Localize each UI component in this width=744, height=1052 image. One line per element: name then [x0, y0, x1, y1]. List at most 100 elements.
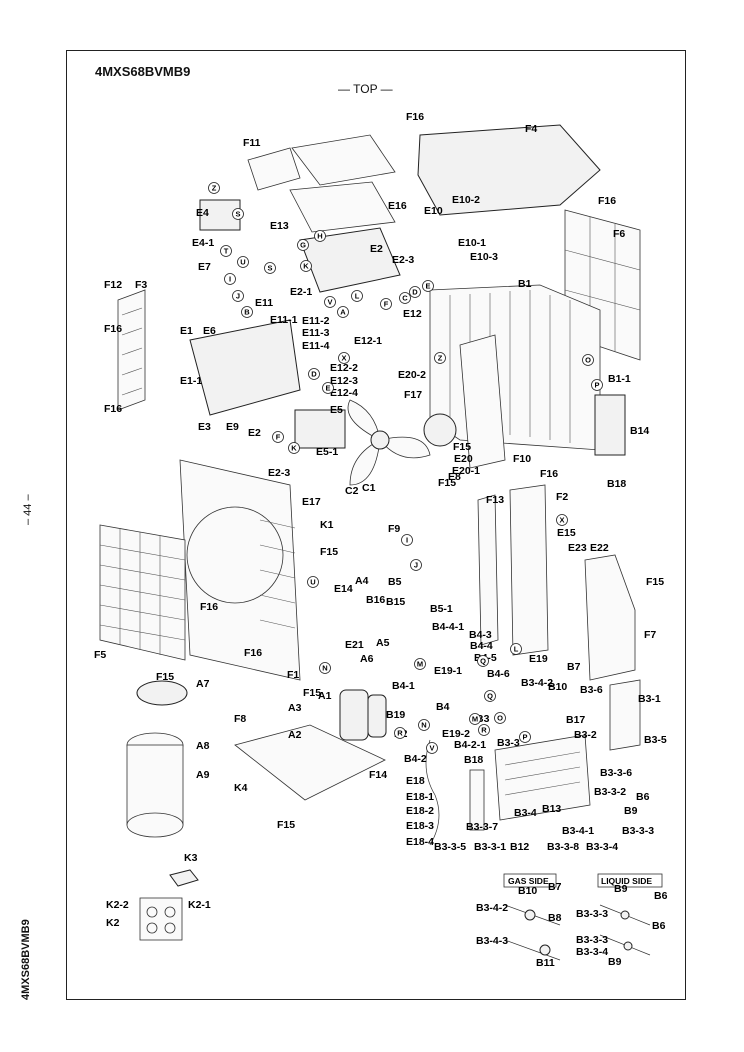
- part-label: A9: [196, 769, 210, 781]
- part-label: B3-1: [638, 693, 661, 705]
- pipe-support: [469, 769, 485, 831]
- connection-marker-letter: X: [341, 354, 346, 363]
- sound-insulation: [126, 732, 184, 838]
- connection-marker-letter: U: [240, 258, 245, 267]
- part-label: B3-3-6: [600, 767, 632, 779]
- part-label: B7: [548, 881, 562, 893]
- connection-marker-letter: M: [472, 715, 478, 724]
- connection-marker-ring: [510, 643, 522, 655]
- connection-marker-letter: F: [384, 300, 389, 309]
- part-label: F10: [513, 453, 531, 465]
- part-label: E11: [255, 297, 273, 309]
- part-label: E10-2: [452, 194, 480, 206]
- part-label: E10-1: [458, 237, 486, 249]
- connection-marker-letter: K: [303, 262, 309, 271]
- part-label: E14: [334, 583, 353, 595]
- connection-marker-letter: K: [291, 444, 297, 453]
- part-label: A1: [318, 690, 332, 702]
- part-label: A3: [288, 702, 302, 714]
- part-label: B14: [630, 425, 649, 437]
- connection-marker-letter: C: [402, 294, 408, 303]
- part-label: A5: [376, 637, 390, 649]
- part-label: F15: [277, 819, 295, 831]
- connection-marker-letter: L: [514, 645, 519, 654]
- part-label: B3-2: [574, 729, 597, 741]
- compressor: [339, 689, 387, 741]
- pcb-e5: [294, 409, 346, 449]
- part-label: B3-3-3: [576, 908, 608, 920]
- part-label: B13: [542, 803, 561, 815]
- connection-marker-ring: [422, 280, 434, 292]
- part-label: E11-4: [302, 340, 330, 352]
- connection-marker-ring: [394, 727, 406, 739]
- part-label: B4-4: [470, 640, 493, 652]
- compressor-cover-top: [136, 680, 188, 706]
- part-label: B8: [548, 912, 562, 924]
- part-label: F14: [369, 769, 387, 781]
- part-label: B5: [388, 576, 402, 588]
- part-label: B1: [518, 278, 532, 290]
- cover-plate: [247, 147, 301, 191]
- part-label: B16: [366, 594, 385, 606]
- part-label: B3-4-2: [476, 902, 508, 914]
- connection-marker-ring: [351, 290, 363, 302]
- connection-marker-letter: J: [414, 561, 418, 570]
- part-label: B9: [608, 956, 622, 968]
- gas-side-box: [503, 873, 557, 888]
- control-box: [189, 319, 301, 416]
- part-label: B1-1: [608, 373, 631, 385]
- valve-block: [494, 734, 591, 821]
- part-label: F16: [104, 403, 122, 415]
- part-label: E19-1: [434, 665, 462, 677]
- part-label: F15: [646, 576, 664, 588]
- connection-marker-ring: [337, 306, 349, 318]
- part-label: F11: [243, 137, 261, 149]
- connection-marker-ring: [308, 368, 320, 380]
- part-label: K2: [106, 917, 120, 929]
- cover-plate-2: [291, 134, 396, 186]
- part-label: B19: [386, 709, 405, 721]
- propeller-fan: [347, 399, 431, 486]
- connection-marker-ring: [426, 742, 438, 754]
- part-label: K2-1: [188, 899, 211, 911]
- right-side-plate: [509, 484, 549, 656]
- connection-marker-letter: E: [425, 282, 430, 291]
- part-label: B4-3: [469, 629, 492, 641]
- connection-marker-letter: V: [327, 298, 332, 307]
- connection-marker-ring: [409, 286, 421, 298]
- side-plate-b14: [594, 394, 626, 456]
- part-label: E20-2: [398, 369, 426, 381]
- part-label: F17: [404, 389, 422, 401]
- part-label: E11-1: [270, 314, 298, 326]
- discharge-grille: [99, 524, 186, 661]
- part-label: A8: [196, 740, 210, 752]
- service-cover: [139, 897, 183, 941]
- left-side-panel: [117, 289, 146, 411]
- connection-marker-ring: [307, 576, 319, 588]
- part-label: F8: [234, 713, 246, 725]
- connection-marker-letter: U: [310, 578, 315, 587]
- connection-marker-letter: Q: [480, 657, 486, 666]
- part-label: E18-3: [406, 820, 434, 832]
- connection-marker-letter: Z: [212, 184, 217, 193]
- part-label: B3-3-4: [586, 841, 618, 853]
- bottom-frame: [234, 724, 386, 801]
- part-label: E1-1: [180, 375, 202, 387]
- part-label: F15: [320, 546, 338, 558]
- connection-marker-ring: [401, 534, 413, 546]
- connection-marker-ring: [591, 379, 603, 391]
- part-label: F7: [644, 629, 656, 641]
- part-label: C2: [345, 485, 359, 497]
- part-label: E23: [568, 542, 587, 554]
- connection-marker-ring: [399, 292, 411, 304]
- connection-marker-ring: [208, 182, 220, 194]
- gas-side-fittings: [504, 904, 561, 961]
- connection-marker-letter: G: [300, 241, 306, 250]
- connection-marker-ring: [297, 239, 309, 251]
- part-label: E2: [248, 427, 261, 439]
- part-label: E18-1: [406, 791, 434, 803]
- connection-marker-letter: D: [311, 370, 317, 379]
- connection-marker-letter: I: [229, 275, 231, 284]
- part-label: B3-3-5: [434, 841, 466, 853]
- part-label: E13: [270, 220, 289, 232]
